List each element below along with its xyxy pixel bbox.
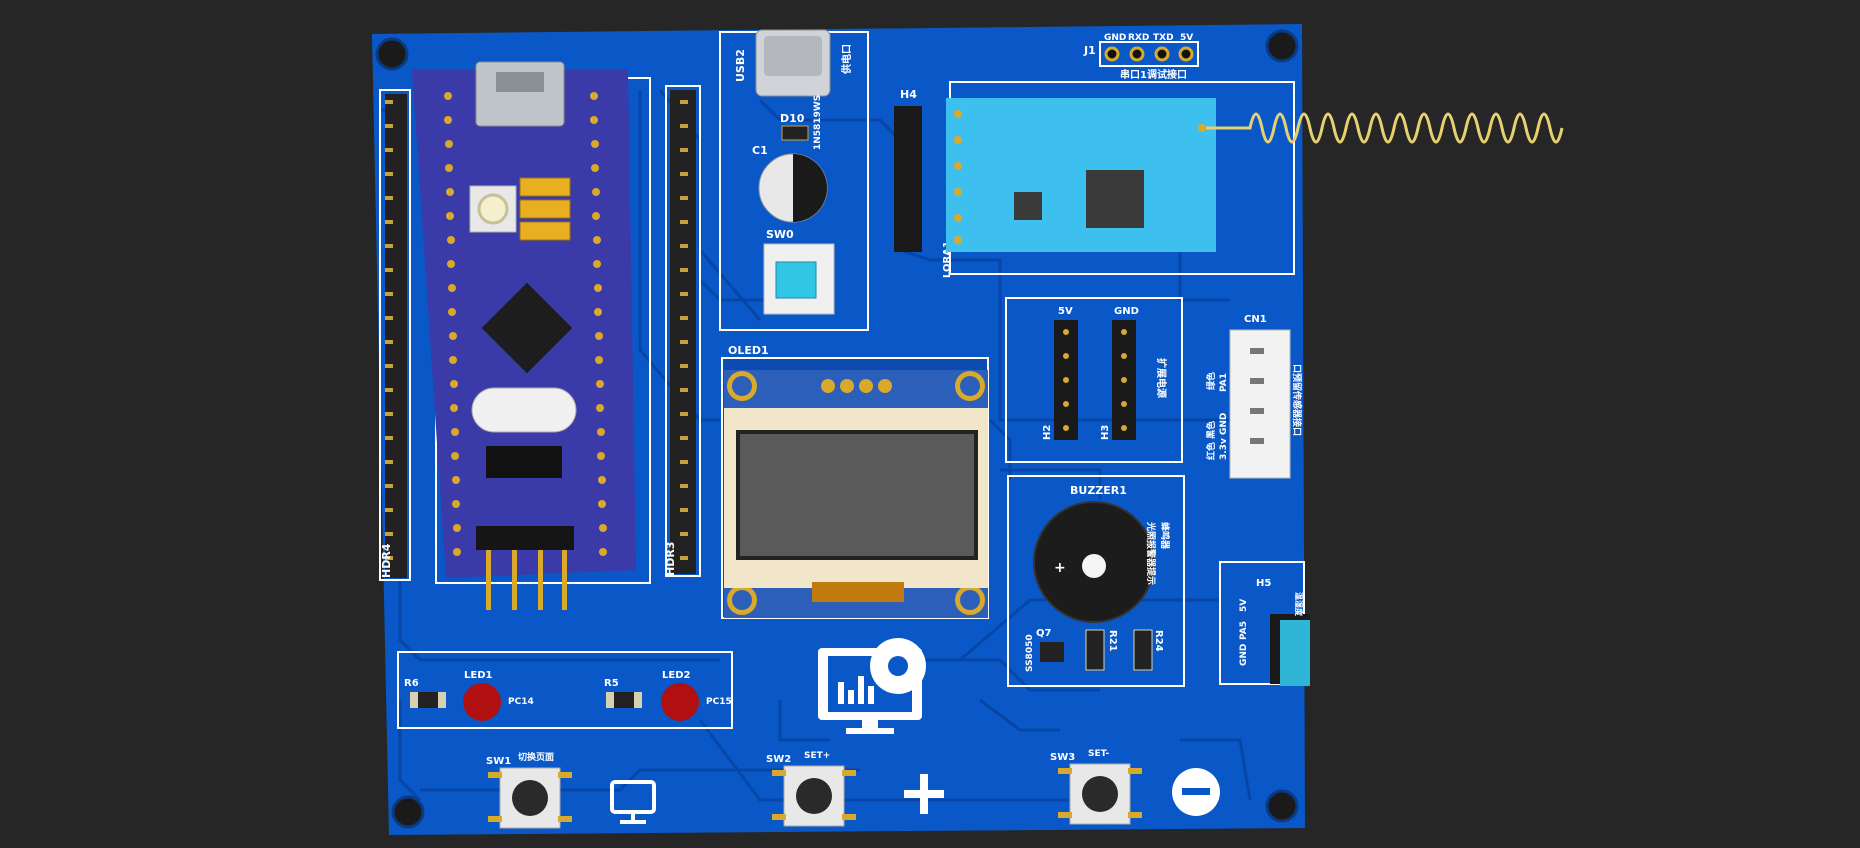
- d10-part-label: 1N5819WS: [813, 95, 823, 150]
- led2: [661, 683, 699, 721]
- usb2-label: USB2: [734, 49, 747, 82]
- r24-label: R24: [1153, 630, 1164, 652]
- j1-pin-txd: TXD: [1153, 33, 1174, 43]
- plus-icon: [904, 774, 944, 814]
- d10-label: D10: [780, 112, 805, 125]
- cn1-green-label: 绿色: [1205, 372, 1217, 390]
- buzzer1-label: BUZZER1: [1070, 484, 1127, 497]
- led1: [463, 683, 501, 721]
- h2-top-label: 5V: [1058, 306, 1073, 317]
- h4-label: H4: [900, 88, 917, 101]
- sw1-caption: 切换页面: [518, 751, 554, 763]
- c1-label: C1: [752, 144, 768, 157]
- hdr4-header: HDR4: [379, 89, 411, 581]
- h5-caption: 温湿度: [1294, 592, 1304, 617]
- hdr4-label: HDR4: [380, 543, 393, 578]
- hdr3-header: HDR3: [664, 85, 701, 577]
- j1-pin-gnd: GND: [1104, 33, 1126, 43]
- r5-label: R5: [604, 678, 619, 689]
- sw2-caption: SET+: [804, 751, 830, 761]
- svg-text:+: +: [1054, 560, 1066, 576]
- mounting-hole: [1265, 789, 1299, 823]
- h5-temp-humidity-header: H5 5V PA5 GND 温湿度: [1219, 561, 1310, 686]
- h5-pa5-label: PA5: [1239, 621, 1249, 640]
- mounting-hole: [391, 795, 425, 829]
- mcu-chip: [481, 282, 573, 374]
- h3-top-label: GND: [1114, 306, 1139, 317]
- lora-chip-small: [1014, 192, 1042, 220]
- cn1-red-black-label: 红色 黑色: [1205, 421, 1217, 460]
- buzzer-section: BUZZER1 + 蜂鸣器 光照报警器提示 Q7 SS8050 R21 R24: [1007, 475, 1185, 687]
- dht-sensor-board: [1280, 620, 1310, 686]
- h5-label: H5: [1256, 578, 1271, 589]
- power-input-block: USB2 供电口 D10 1N5819WS C1 SW0: [719, 29, 869, 331]
- q7-label: Q7: [1036, 628, 1052, 639]
- mounting-hole: [1265, 29, 1299, 63]
- switch-sw2: SW2 SET+: [766, 751, 856, 827]
- lora1-label: LORA1: [942, 241, 953, 278]
- diode-d10: [781, 125, 809, 141]
- monitor-icon: [610, 780, 656, 824]
- usb-caption: 供电口: [840, 44, 853, 75]
- regulator: [486, 446, 562, 478]
- mounting-holes: [375, 29, 1299, 829]
- resistor-r21: [1085, 629, 1105, 671]
- oled1-label: OLED1: [728, 344, 769, 357]
- r21-label: R21: [1107, 630, 1118, 652]
- sw1-label: SW1: [486, 756, 511, 767]
- sw3-caption: SET-: [1088, 749, 1109, 759]
- switch-sw3: SW3 SET-: [1050, 749, 1142, 825]
- pc14-label: PC14: [508, 697, 534, 707]
- pc15-label: PC15: [706, 697, 732, 707]
- lora-section: H4 LORA1: [894, 81, 1564, 278]
- cn1-housing: [1229, 329, 1291, 479]
- cn1-sensor-connector: CN1 绿色 PA1 红色 黑色 3.3v GND 口预留传感器接口: [1205, 314, 1303, 479]
- sw0-label: SW0: [766, 228, 794, 241]
- lora-module: [946, 98, 1216, 252]
- h4-header: [894, 106, 922, 252]
- j1-pin-rxd: RXD: [1128, 33, 1149, 43]
- cn1-pa1-label: PA1: [1219, 373, 1229, 392]
- cn1-caption: 口预留传感器接口: [1291, 364, 1303, 436]
- micro-usb-connector: [475, 61, 565, 127]
- buzzer-caption-2: 光照报警器提示: [1145, 521, 1157, 585]
- lora-chip-large: [1086, 170, 1144, 228]
- minus-circle-icon: [1172, 768, 1220, 816]
- sw3-label: SW3: [1050, 752, 1075, 763]
- oled-display: OLED1: [721, 344, 989, 619]
- oled-screen: [736, 430, 978, 560]
- expansion-caption: 扩展电源: [1155, 358, 1168, 398]
- h2-label: H2: [1042, 425, 1053, 440]
- j1-caption: 串口1调试接口: [1120, 68, 1187, 81]
- mounting-hole: [375, 37, 409, 71]
- monitor-gear-icon: [818, 638, 926, 734]
- r6-label: R6: [404, 678, 419, 689]
- resistor-r24: [1133, 629, 1153, 671]
- antenna-coil: [1206, 112, 1564, 144]
- j1-pin-5v: 5V: [1180, 33, 1193, 43]
- cn1-label: CN1: [1244, 314, 1267, 325]
- buzzer-caption-1: 蜂鸣器: [1159, 522, 1171, 550]
- sw2-label: SW2: [766, 754, 791, 765]
- led1-label: LED1: [464, 670, 493, 681]
- transistor-q7: [1040, 642, 1064, 662]
- j1-serial-header: J1 GND RXD TXD 5V 串口1调试接口: [1083, 33, 1199, 81]
- cn1-power-label: 3.3v GND: [1219, 413, 1229, 460]
- crystal: [471, 387, 577, 433]
- h5-gnd-label: GND: [1239, 644, 1249, 666]
- mcu-board: [412, 61, 651, 610]
- led-section: R6 LED1 PC14 R5 LED2 PC15: [397, 651, 733, 729]
- hdr3-label: HDR3: [664, 542, 677, 576]
- h3-label: H3: [1100, 425, 1111, 440]
- j1-label: J1: [1083, 44, 1096, 57]
- switch-sw1: SW1 切换页面: [486, 751, 572, 829]
- q7-part-label: SS8050: [1025, 634, 1035, 672]
- led2-label: LED2: [662, 670, 691, 681]
- expansion-power-headers: 5V GND H2 H3 扩展电源: [1005, 297, 1183, 463]
- h5-5v-label: 5V: [1239, 599, 1249, 612]
- boot-jumpers: [519, 177, 571, 241]
- swd-header: [476, 526, 574, 550]
